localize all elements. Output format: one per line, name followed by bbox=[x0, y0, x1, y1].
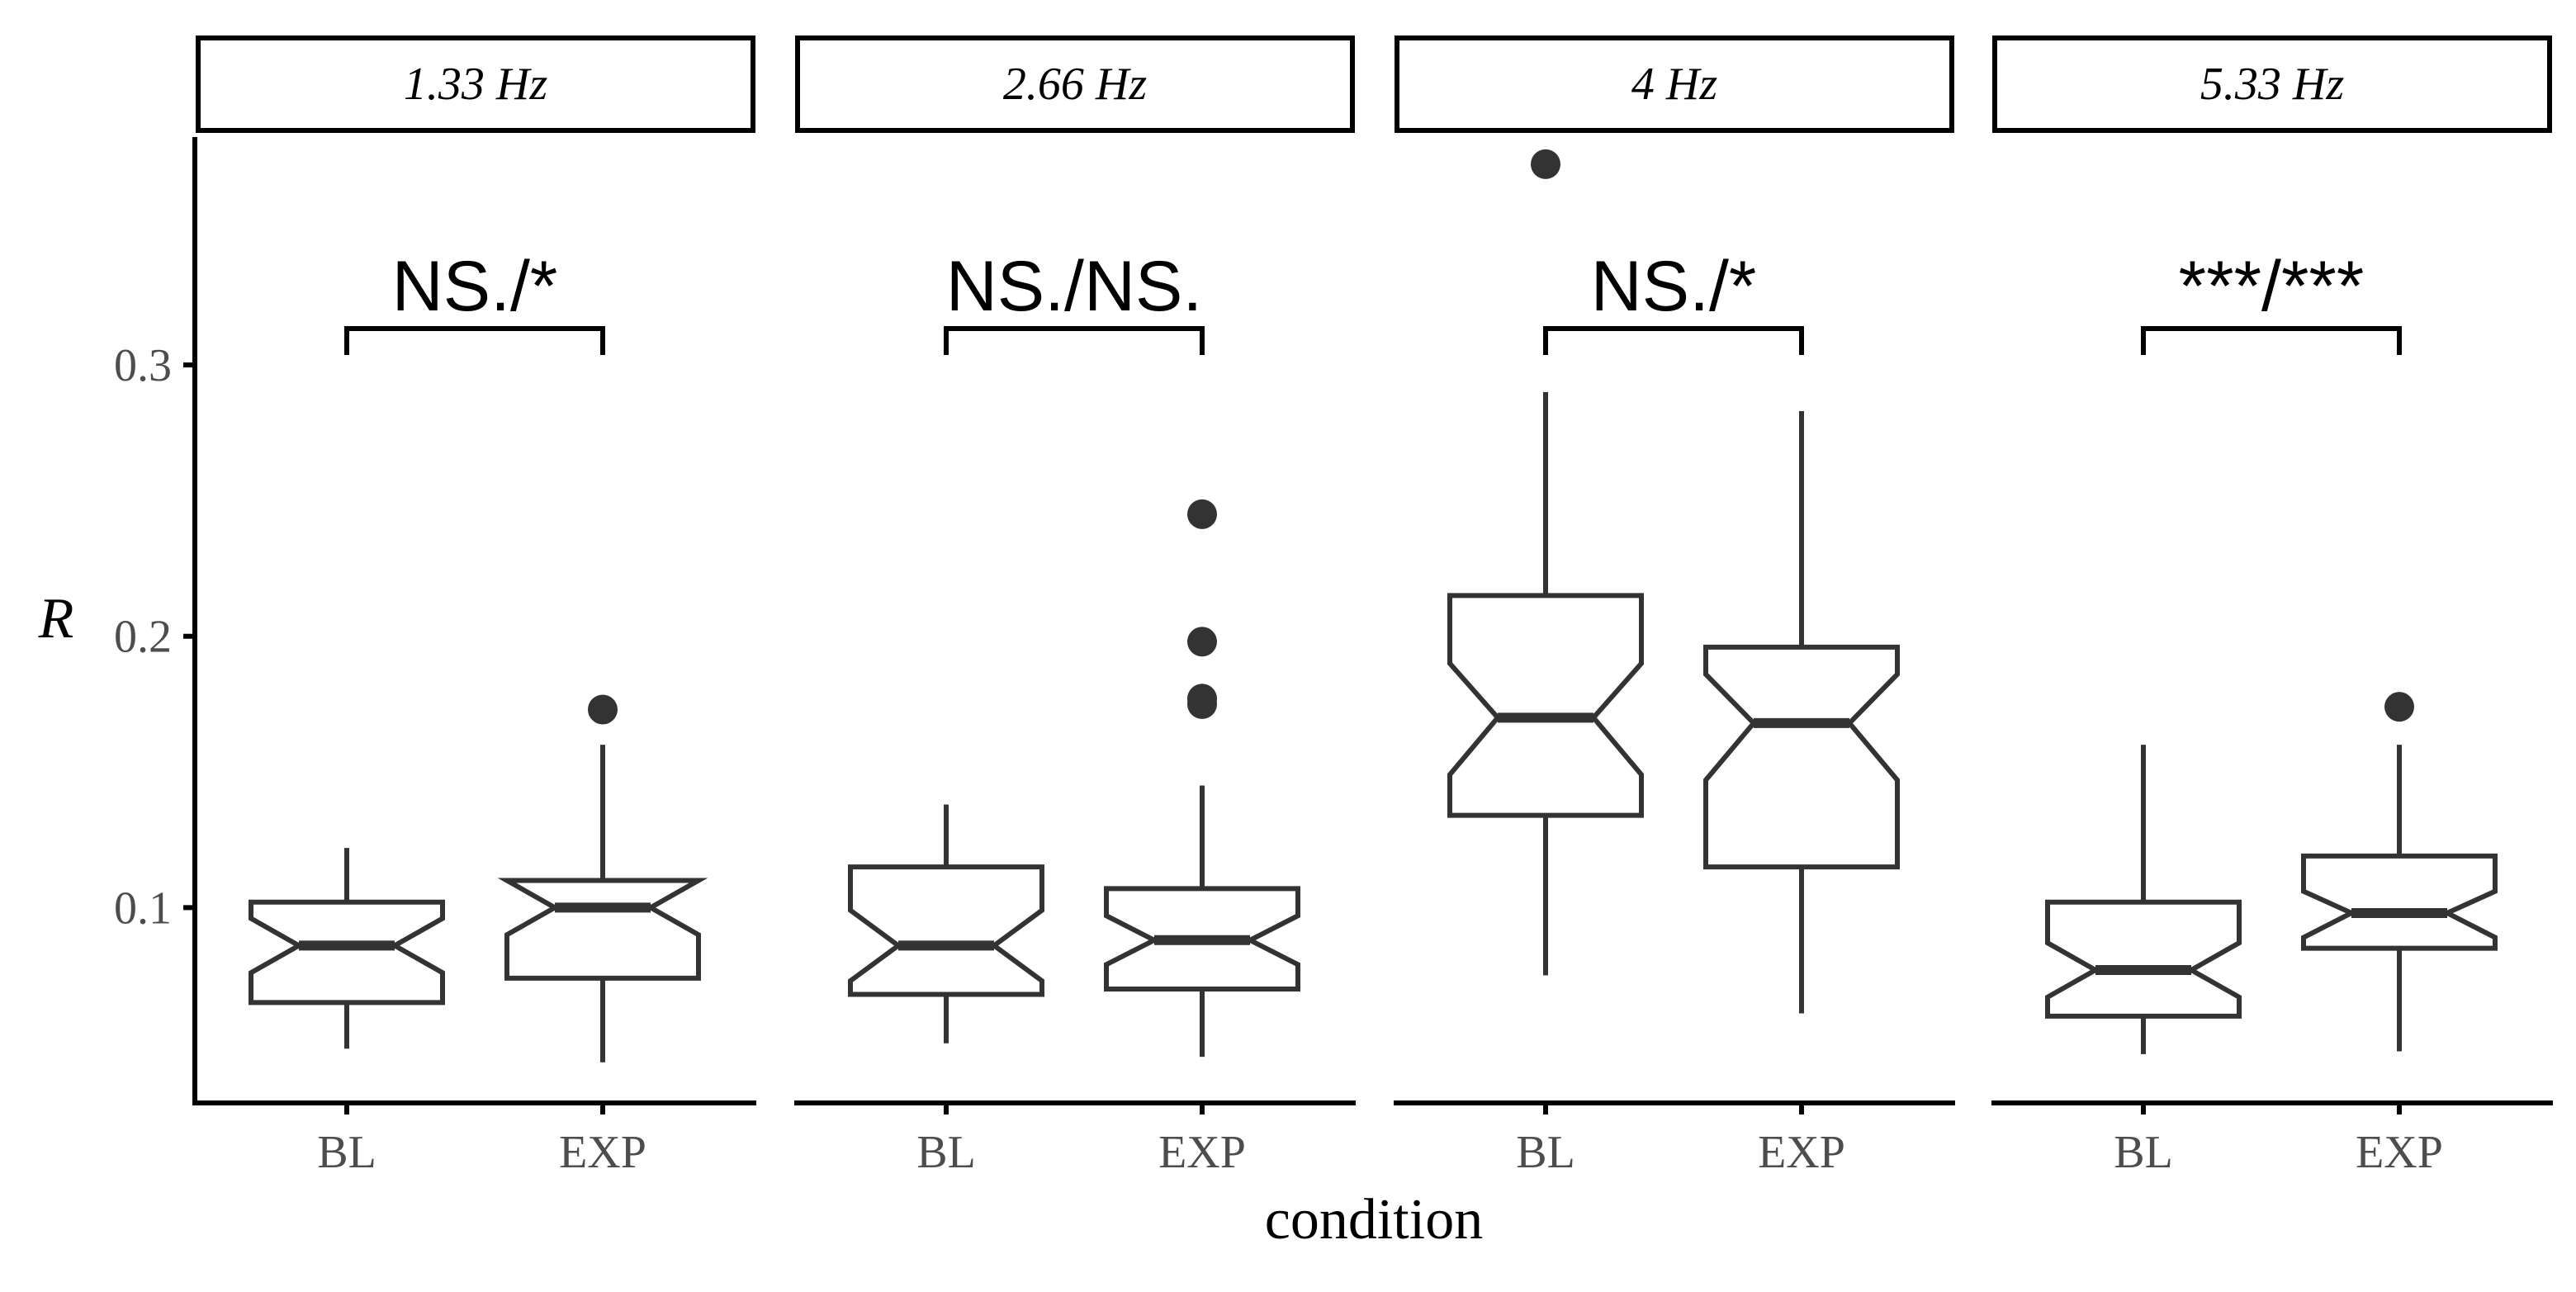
bracket-line bbox=[1543, 326, 1804, 355]
y-tick-label: 0.3 bbox=[114, 340, 172, 391]
y-tick-label: 0.1 bbox=[114, 883, 172, 934]
x-tick-label: EXP bbox=[1158, 1127, 1246, 1178]
bracket-line bbox=[944, 326, 1205, 355]
x-tick-label: EXP bbox=[1758, 1127, 1845, 1178]
box-body bbox=[497, 878, 708, 981]
outlier-point bbox=[1187, 684, 1217, 714]
facet-strip-label: 1.33 Hz bbox=[404, 59, 547, 110]
box-bl: BL bbox=[1447, 149, 1644, 1178]
box-body bbox=[249, 899, 445, 1006]
box-body bbox=[2045, 899, 2242, 1019]
y-axis: 0.1 0.2 0.3 bbox=[114, 137, 197, 1105]
facet-panel-4: 5.33 Hz BL EXP ***/*** bbox=[1991, 35, 2553, 1178]
bracket-line bbox=[2141, 326, 2402, 355]
facet-strip-label: 2.66 Hz bbox=[1003, 59, 1147, 110]
bracket-line bbox=[344, 326, 605, 355]
outlier-point bbox=[1187, 499, 1217, 529]
significance-label: NS./* bbox=[1591, 247, 1757, 326]
x-tick-label: EXP bbox=[559, 1127, 646, 1178]
outlier-point bbox=[2384, 692, 2414, 722]
facets-layer: 1.33 Hz BL EXP NS./* 2.66 Hz BL EXP NS./NS. 4 Hz… bbox=[195, 35, 2553, 1178]
box-body bbox=[848, 864, 1044, 997]
facet-panel-3: 4 Hz BL EXP NS./* bbox=[1394, 35, 1955, 1178]
x-tick-label: BL bbox=[317, 1127, 376, 1178]
box-body bbox=[2301, 853, 2498, 951]
x-tick-label: BL bbox=[1516, 1127, 1575, 1178]
significance-bracket: NS./* bbox=[344, 247, 605, 355]
box-bl: BL bbox=[2045, 745, 2242, 1178]
facet-strip bbox=[196, 35, 755, 133]
significance-bracket: NS./NS. bbox=[944, 247, 1205, 355]
box-exp: EXP bbox=[1703, 410, 1900, 1178]
facet-strip bbox=[795, 35, 1355, 133]
outlier-point bbox=[1187, 627, 1217, 657]
box-bl: BL bbox=[848, 804, 1044, 1178]
y-tick-label: 0.2 bbox=[114, 612, 172, 663]
facet-strip-label: 4 Hz bbox=[1631, 59, 1717, 110]
significance-bracket: ***/*** bbox=[2141, 247, 2402, 355]
outlier-point bbox=[1531, 149, 1560, 179]
box-exp: EXP bbox=[497, 694, 708, 1178]
y-axis-title: R bbox=[38, 587, 74, 651]
x-axis-title: condition bbox=[1265, 1188, 1483, 1252]
box-exp: EXP bbox=[1104, 499, 1300, 1178]
significance-label: NS./NS. bbox=[946, 247, 1203, 326]
box-bl: BL bbox=[249, 848, 445, 1178]
box-body bbox=[1703, 644, 1900, 870]
x-tick-label: BL bbox=[2114, 1127, 2173, 1178]
significance-label: NS./* bbox=[392, 247, 558, 326]
box-body bbox=[1447, 593, 1644, 818]
outlier-point bbox=[588, 694, 618, 725]
facet-strip-label: 5.33 Hz bbox=[2200, 59, 2344, 110]
significance-label: ***/*** bbox=[2179, 247, 2365, 326]
facet-panel-2: 2.66 Hz BL EXP NS./NS. bbox=[794, 35, 1356, 1178]
facet-panel-1: 1.33 Hz BL EXP NS./* bbox=[195, 35, 756, 1178]
significance-bracket: NS./* bbox=[1543, 247, 1804, 355]
box-exp: EXP bbox=[2301, 692, 2498, 1178]
facet-strip bbox=[1395, 35, 1954, 133]
x-tick-label: BL bbox=[916, 1127, 976, 1178]
facet-strip bbox=[1992, 35, 2552, 133]
x-tick-label: EXP bbox=[2356, 1127, 2443, 1178]
